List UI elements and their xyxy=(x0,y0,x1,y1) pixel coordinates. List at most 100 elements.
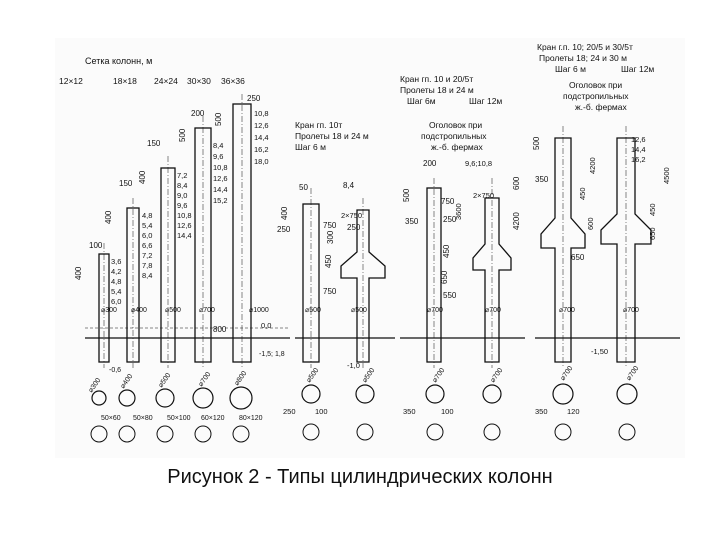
level-minus-2: -1,5; 1,8 xyxy=(259,351,285,358)
col3-height: 12,6 xyxy=(177,221,192,230)
mid-dim: 50 xyxy=(299,183,308,192)
mid-dim: 450 xyxy=(324,254,333,268)
axis-bubble xyxy=(118,425,136,443)
foot-label: 100 xyxy=(315,407,328,416)
col2-top: 150 xyxy=(119,179,133,188)
rb-level: -1,50 xyxy=(591,347,608,356)
mid-dim: 300 xyxy=(326,230,335,244)
rb-sub: Оголовок при xyxy=(569,80,622,90)
ra-sub: подстропильных xyxy=(421,131,487,141)
col2-diameter: ⌀400 xyxy=(131,307,147,314)
col4-height: 9,6 xyxy=(213,152,223,161)
col3-height: 9,6 xyxy=(177,201,187,210)
foot-label: 100 xyxy=(441,407,454,416)
rb-title: Шаг 6 м xyxy=(555,64,586,74)
col3-head: 400 xyxy=(138,170,147,184)
plan-circle xyxy=(425,384,445,404)
col3-height: 8,4 xyxy=(177,181,187,190)
ra-dim: 350 xyxy=(405,217,419,226)
col4-diameter: ⌀700 xyxy=(199,307,215,314)
ra-dim: 4200 xyxy=(512,212,521,230)
ra-dim: 600 xyxy=(512,176,521,190)
ra-dim: 9,6;10,8 xyxy=(465,159,492,168)
axis-bubble xyxy=(554,423,572,441)
plan-circle xyxy=(482,384,502,404)
mid-diameter: ⌀500 xyxy=(351,307,367,314)
rb-title: Пролеты 18; 24 и 30 м xyxy=(539,53,627,63)
col5-height: 16,2 xyxy=(254,145,269,154)
plan-circle xyxy=(355,384,375,404)
foot-label: 120 xyxy=(567,407,580,416)
mid-title: Пролеты 18 и 24 м xyxy=(295,131,369,141)
axis-bubble xyxy=(483,423,501,441)
col5-height: 10,8 xyxy=(254,109,269,118)
ra-dim: 450 xyxy=(442,244,451,258)
col4-height: 12,6 xyxy=(213,174,228,183)
plan-circle xyxy=(155,388,175,408)
ra-title: Шаг 12м xyxy=(469,96,502,106)
col1-height: 6,0 xyxy=(111,297,121,306)
column-2 xyxy=(126,207,140,363)
col2-height: 8,4 xyxy=(142,271,152,280)
col4-height: 14,4 xyxy=(213,185,228,194)
col3-height: 14,4 xyxy=(177,231,192,240)
col1-height: 3,6 xyxy=(111,257,121,266)
foot-label: 80×120 xyxy=(239,415,263,422)
foot-label: 50×60 xyxy=(101,415,121,422)
mid-diameter: ⌀500 xyxy=(305,307,321,314)
col3-diameter: ⌀500 xyxy=(165,307,181,314)
grid-title: Сетка колонн, м xyxy=(85,56,152,66)
col5-height: 12,6 xyxy=(254,121,269,130)
plan-circle xyxy=(229,386,253,410)
ra-dim: 200 xyxy=(423,159,437,168)
plan-circle xyxy=(616,383,638,405)
mid-dim: 8,4 xyxy=(343,181,355,190)
level-zero: 0,0 xyxy=(261,321,271,330)
col2-height: 7,2 xyxy=(142,251,152,260)
ra-title: Кран гп. 10 и 20/5т xyxy=(400,74,473,84)
col4-top: 200 xyxy=(191,109,205,118)
axis-bubble xyxy=(618,423,636,441)
rb-dim: 650 xyxy=(571,253,585,262)
rb-title: Кран г.п. 10; 20/5 и 30/5т xyxy=(537,42,633,52)
col3-height: 10,8 xyxy=(177,211,192,220)
ra-title: Пролеты 18 и 24 м xyxy=(400,85,474,95)
axis-bubble xyxy=(90,425,108,443)
axis-bubble xyxy=(156,425,174,443)
right-panel-a: Кран гп. 10 и 20/5т Пролеты 18 и 24 м Ша… xyxy=(400,74,525,441)
col2-height: 6,6 xyxy=(142,241,152,250)
rb-diameter: ⌀700 xyxy=(559,307,575,314)
plan-circle xyxy=(118,389,136,407)
foot-label: 60×120 xyxy=(201,415,225,422)
level-minus: -0,6 xyxy=(109,367,121,374)
ra-dim: 500 xyxy=(402,188,411,202)
dim-800: 800 xyxy=(213,325,227,334)
grid-label: 36×36 xyxy=(221,76,245,86)
col5-diameter: ⌀1000 xyxy=(249,307,269,314)
mid-title: Кран гп. 10т xyxy=(295,120,342,130)
rb-dim: 500 xyxy=(532,136,541,150)
col2-head: 400 xyxy=(104,210,113,224)
col2-height: 5,4 xyxy=(142,221,152,230)
mid-column-b xyxy=(340,209,386,363)
plan-circle xyxy=(552,383,574,405)
col1-height: 4,8 xyxy=(111,277,121,286)
grid-label: 12×12 xyxy=(59,76,83,86)
plan-circle xyxy=(91,390,107,406)
column-types-drawing: Сетка колонн, м 12×12 18×18 24×24 30×30 … xyxy=(55,38,685,458)
ra-dim: 550 xyxy=(443,291,457,300)
ra-diameter: ⌀700 xyxy=(485,307,501,314)
col3-top: 150 xyxy=(147,139,161,148)
grid-label: 24×24 xyxy=(154,76,178,86)
ra-dim: 750 xyxy=(441,197,455,206)
col2-height: 4,8 xyxy=(142,211,152,220)
rb-dim: 450 xyxy=(648,203,657,216)
col5-head: 500 xyxy=(214,112,223,126)
rb-dim: 650 xyxy=(648,227,657,240)
foot-label: 350 xyxy=(535,407,548,416)
foot-label: 50×100 xyxy=(167,415,191,422)
ra-column-b xyxy=(472,197,512,363)
col5-top: 250 xyxy=(247,94,261,103)
col1-top: 100 xyxy=(89,241,103,250)
ra-sub: Оголовок при xyxy=(429,120,482,130)
